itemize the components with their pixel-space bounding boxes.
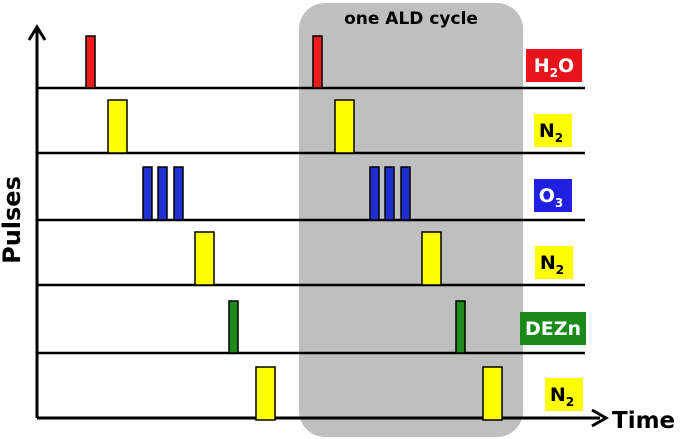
badge-n2-1: N2: [534, 114, 572, 147]
row-baselines: [37, 86, 585, 355]
badge-n2-2-bg: [535, 246, 573, 279]
badge-n2-1-label: N2: [539, 120, 563, 145]
pulse-n2c-2: [482, 366, 503, 421]
pulse-o3-4: [369, 166, 380, 221]
pulse-o3-2: [157, 166, 168, 221]
badge-o3-bg: [534, 179, 572, 212]
badge-dezn: DEZn: [520, 312, 586, 345]
pulse-n2c-1: [255, 366, 276, 421]
badge-n2-2: N2: [535, 246, 573, 279]
pulse-h2o-2: [312, 35, 323, 89]
pulses: [85, 35, 503, 421]
badge-n2-2-label: N2: [540, 252, 564, 277]
badge-n2-3: N2: [545, 378, 583, 411]
badge-h2o: H2O: [526, 49, 582, 82]
badge-dezn-label: DEZn: [525, 318, 581, 340]
badge-n2-1-bg: [534, 114, 572, 147]
x-axis-arrow-icon: [591, 408, 610, 428]
pulse-n2b-1: [194, 231, 215, 286]
badge-n2-3-label: N2: [550, 384, 574, 409]
cycle-label: one ALD cycle: [344, 9, 478, 29]
pulse-dezn-2: [455, 300, 466, 354]
pulse-n2a-1: [107, 99, 128, 154]
pulse-n2a-2: [334, 99, 355, 154]
badge-dezn-bg: [520, 312, 586, 345]
y-axis-label: Pulses: [0, 176, 26, 264]
pulse-h2o-1: [85, 35, 96, 89]
badge-o3: O3: [534, 179, 572, 212]
badge-n2-3-bg: [545, 378, 583, 411]
pulse-o3-6: [400, 166, 411, 221]
badge-o3-label: O3: [539, 185, 564, 210]
pulse-o3-1: [142, 166, 153, 221]
pulse-o3-5: [384, 166, 395, 221]
badge-h2o-bg: [526, 49, 582, 82]
y-axis-arrow-icon: [27, 24, 47, 41]
badge-h2o-label: H2O: [534, 55, 574, 80]
pulse-n2b-2: [421, 231, 442, 286]
x-axis-label: Time: [612, 408, 675, 434]
pulse-dezn-1: [228, 300, 239, 354]
pulse-o3-3: [173, 166, 184, 221]
